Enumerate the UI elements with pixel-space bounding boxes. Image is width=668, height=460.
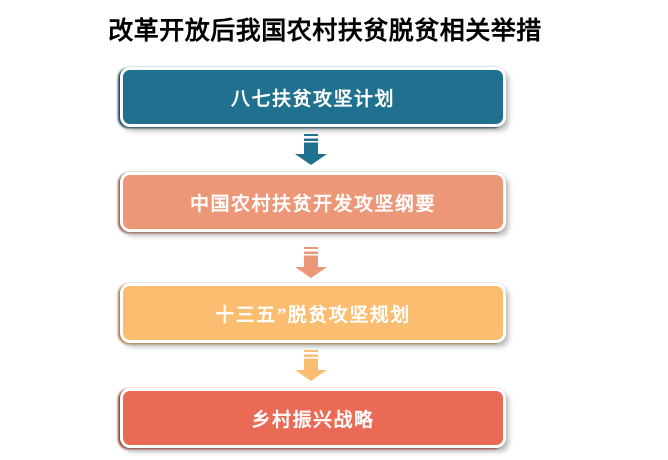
flow-step: 乡村振兴战略	[120, 388, 506, 448]
flow-step: 十三五”脱贫攻坚规划	[120, 283, 506, 343]
page-title: 改革开放后我国农村扶贫脱贫相关举措	[108, 18, 542, 45]
striped-down-arrow-icon	[294, 247, 328, 279]
flow-step-label: 中国农村扶贫开发攻坚纲要	[189, 193, 436, 215]
striped-down-arrow-icon	[294, 350, 328, 382]
striped-down-arrow-icon	[294, 134, 328, 166]
flow-step: 八七扶贫攻坚计划	[120, 67, 506, 127]
flow-step-label: 八七扶贫攻坚计划	[230, 88, 395, 110]
flow-step: 中国农村扶贫开发攻坚纲要	[120, 172, 506, 232]
flow-step-label: 十三五”脱贫攻坚规划	[215, 304, 411, 326]
flow-step-label: 乡村振兴战略	[251, 409, 375, 431]
